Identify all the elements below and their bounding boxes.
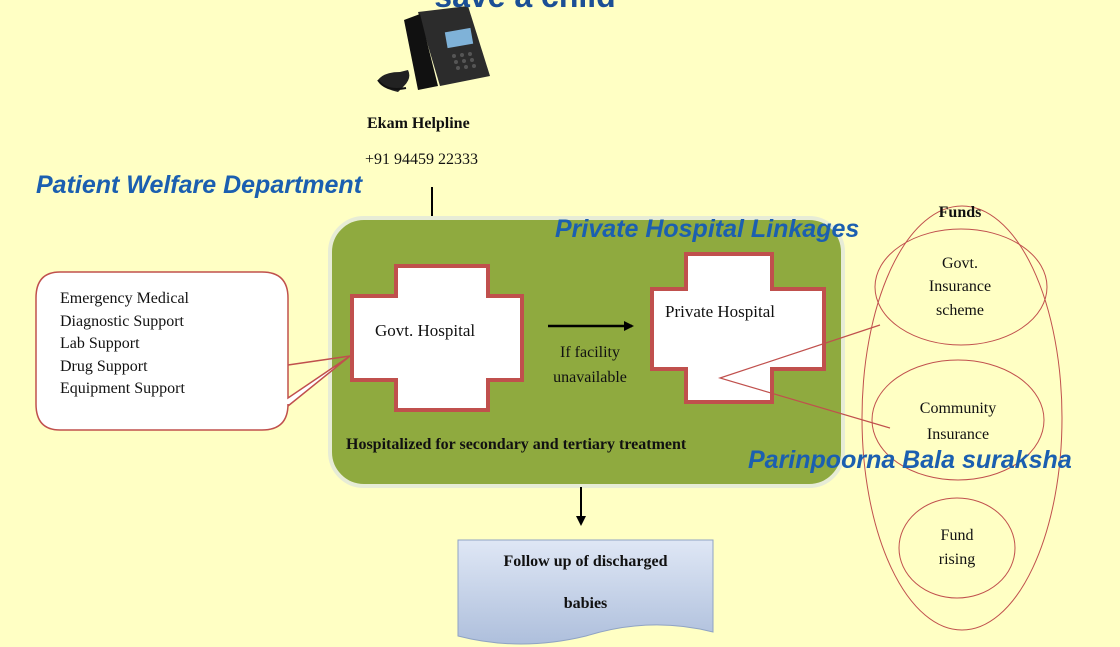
govt-hospital-cross [350,264,524,412]
fund-rising-ellipse [898,497,1016,599]
helpline-name: Ekam Helpline [367,115,470,132]
support-item: Lab Support [60,335,140,352]
support-item: Emergency Medical [60,290,189,307]
govt-insurance-line3: scheme [936,302,984,319]
followup-document [457,539,714,645]
hospitalized-caption: Hospitalized for secondary and tertiary … [346,436,687,453]
transfer-condition-line2: unavailable [553,369,627,386]
followup-line2: babies [563,595,608,612]
followup-line1: Follow up of discharged [503,553,668,570]
page-title: save a child [420,0,630,15]
funds-group-outline [861,205,1063,631]
private-hospital-label: Private Hospital [665,302,776,321]
support-callout [35,271,351,431]
transfer-condition-line1: If facility [560,344,620,361]
desk-phone-icon [377,6,490,92]
govt-insurance-ellipse [874,228,1048,346]
govt-hospital-label: Govt. Hospital [375,321,476,340]
support-item: Equipment Support [60,380,185,397]
support-item: Diagnostic Support [60,312,184,330]
patient-welfare-label: Patient Welfare Department [36,171,363,199]
govt-insurance-line2: Insurance [928,278,992,295]
support-services-list: Emergency Medical Diagnostic Support Lab… [60,288,189,401]
community-insurance-line1: Community [919,400,997,417]
private-linkages-label: Private Hospital Linkages [555,215,860,243]
fund-rising-line1: Fund [940,527,974,544]
govt-insurance-line1: Govt. [942,255,978,272]
funds-title: Funds [938,204,982,221]
private-hospital-cross [650,252,826,404]
bala-suraksha-label: Parinpoorna Bala suraksha [748,446,1072,474]
fund-rising-line2: rising [938,551,976,568]
support-item: Drug Support [60,357,148,375]
helpline-phone: +91 94459 22333 [365,151,479,168]
funds-callout-lines [717,324,891,429]
community-insurance-line2: Insurance [926,426,990,443]
community-insurance-ellipse [871,359,1045,481]
